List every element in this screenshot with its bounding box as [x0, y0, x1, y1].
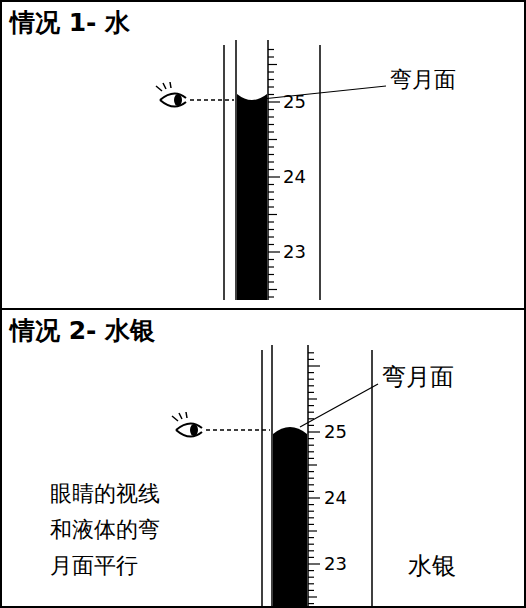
mercury-tube [172, 345, 378, 606]
panel-heading: 情况 2- 水银 [10, 314, 155, 347]
scale-number: 25 [283, 91, 306, 113]
scale-number: 24 [324, 487, 347, 509]
scale-number: 24 [283, 166, 306, 188]
scale-number: 25 [324, 421, 347, 443]
meniscus-label: 弯月面 [390, 67, 456, 93]
meniscus-label: 弯月面 [382, 363, 454, 392]
scale-number: 23 [324, 553, 347, 575]
liquid-label: 水银 [408, 552, 456, 581]
case-panel: 情况 1- 水 [0, 0, 526, 310]
note-text: 眼睛的视线 和液体的弯 月面平行 [50, 476, 166, 585]
scale-number: 23 [283, 241, 306, 263]
water-tube [156, 40, 386, 300]
panel-heading: 情况 1- 水 [10, 6, 130, 39]
